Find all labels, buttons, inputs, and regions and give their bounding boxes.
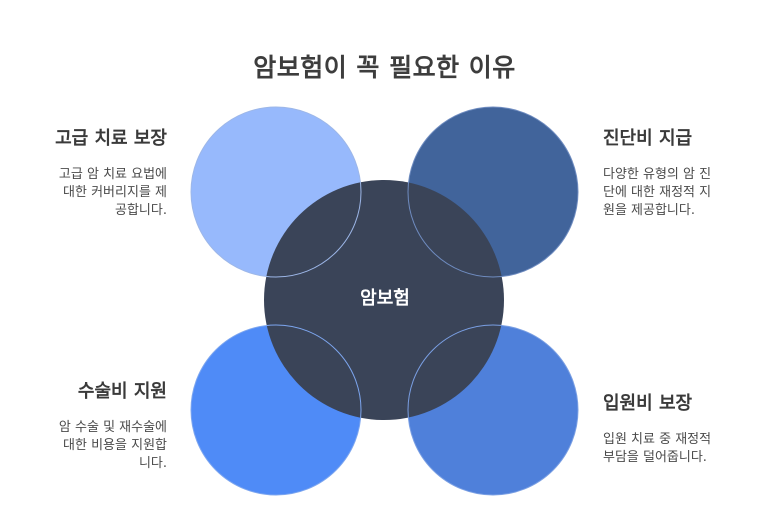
item-heading: 입원비 보장 [603, 393, 693, 414]
outline-bottom-right [407, 324, 579, 496]
item-heading: 수술비 지원 [77, 381, 167, 402]
circle-cancer-insurance [264, 180, 504, 420]
outline-bottom-left [190, 324, 362, 496]
item-heading: 고급 치료 보장 [55, 128, 167, 149]
outline-top-left [190, 106, 362, 278]
diagram-title: 암보험이 꼭 필요한 이유 [253, 53, 516, 82]
center-label: 암보험 [360, 288, 410, 309]
outline-top-right [407, 106, 579, 278]
item-heading: 진단비 지급 [603, 128, 693, 149]
